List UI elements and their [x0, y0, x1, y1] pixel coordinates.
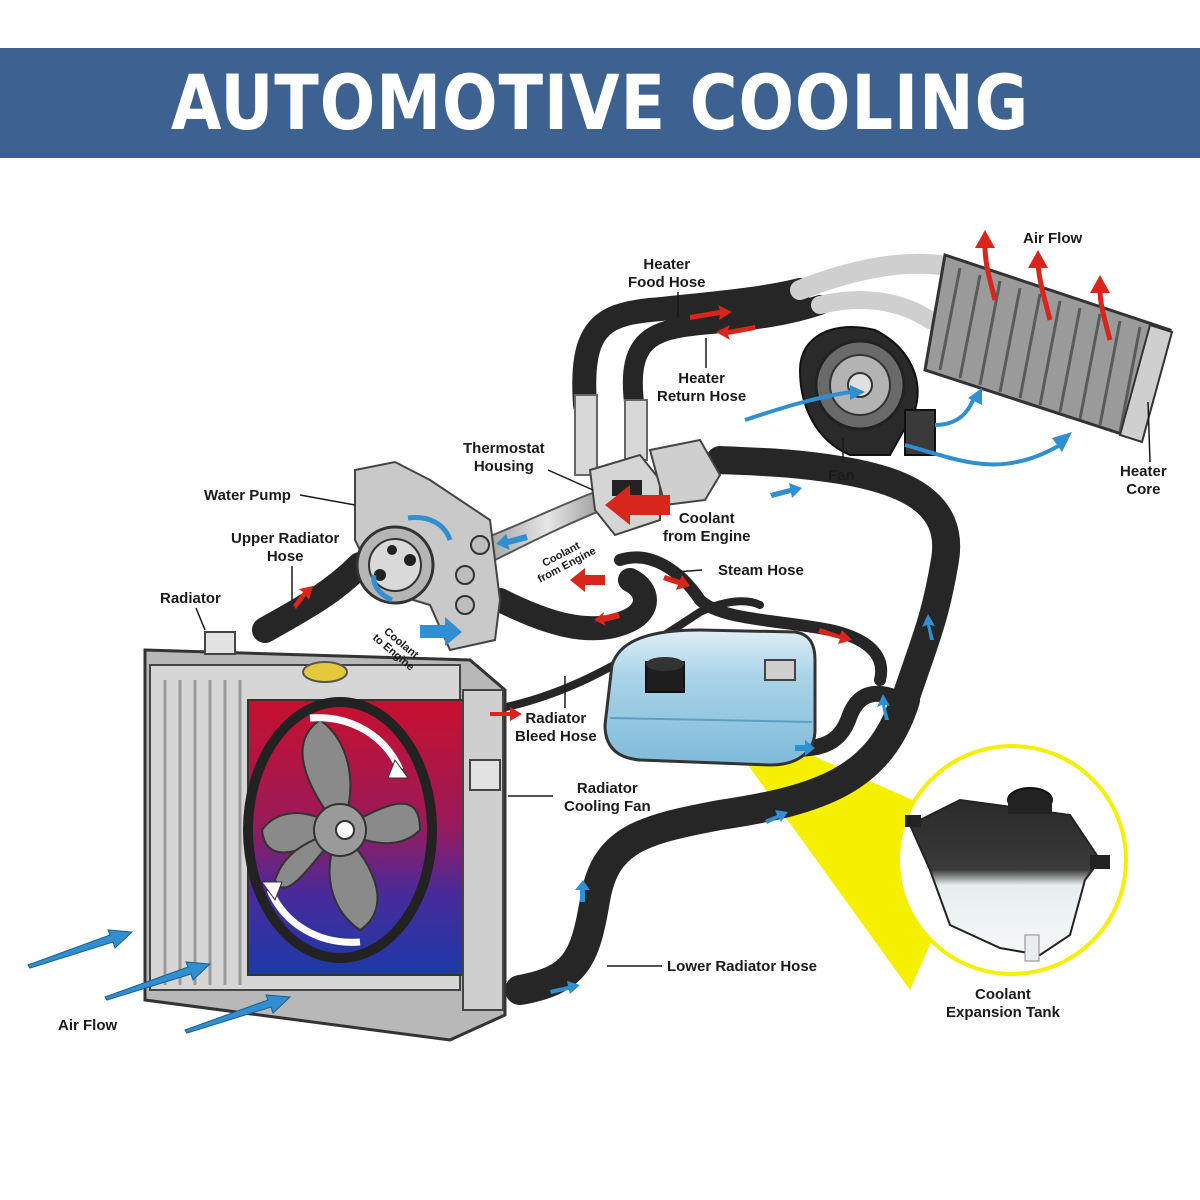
- cold-flow-arrows: [420, 483, 935, 994]
- radiator-fan: [243, 697, 437, 963]
- heater-food-hose: [572, 278, 812, 417]
- hot-flow-arrows: [293, 305, 852, 721]
- pump-flow-arrows: [371, 514, 453, 603]
- heater-return-hose: [622, 295, 830, 420]
- page-title: AUTOMOTIVE COOLING SYSTEM: [170, 58, 1030, 257]
- lower-radiator-hose: [505, 685, 920, 1005]
- label-air-flow-left: Air Flow: [58, 1017, 118, 1034]
- upper-radiator-hose: [252, 552, 373, 643]
- coolant-expansion-tank: [603, 628, 817, 767]
- label-water-pump: Water Pump: [204, 487, 291, 504]
- blower-fan: [798, 325, 936, 456]
- heater-airflow-heads: [850, 385, 1072, 452]
- main-return-hose: [706, 446, 961, 714]
- heater-core: [923, 253, 1174, 444]
- heated-air-arrows: [982, 244, 1113, 341]
- water-pump: [354, 460, 502, 652]
- label-fan: Fan: [828, 467, 855, 484]
- steam-hose: [614, 551, 888, 686]
- label-air-flow-top: Air Flow: [1023, 230, 1083, 247]
- expansion-tank-photo: [905, 787, 1110, 962]
- label-radiator: Radiator: [160, 590, 221, 607]
- title-banner: AUTOMOTIVE COOLING SYSTEM: [0, 48, 1200, 257]
- leader-lines: [195, 292, 1151, 967]
- label-lower-radiator-hose: Lower Radiator Hose: [667, 958, 818, 975]
- label-steam-hose: Steam Hose: [718, 562, 804, 579]
- coolant-from-engine-hose: [488, 568, 657, 641]
- intake-airflow-arrows: [27, 929, 292, 1034]
- heater-pipes: [790, 253, 950, 329]
- heated-air-heads: [975, 230, 1110, 293]
